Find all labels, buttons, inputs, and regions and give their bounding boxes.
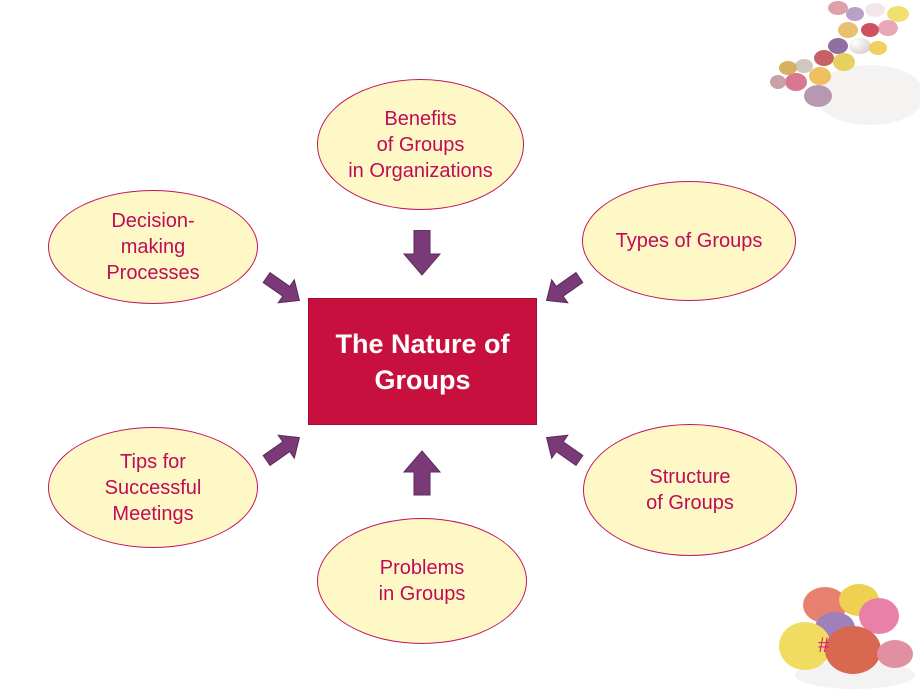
arrow-down-icon [402,230,442,276]
center-topic-box: The Nature of Groups [308,298,537,425]
node-decision-making-label: Decision- making Processes [106,210,200,284]
node-types-label: Types of Groups [615,230,763,252]
node-problems-label: Problems in Groups [378,557,466,605]
arrow-up-icon [402,450,442,496]
arrow-down-right-icon [262,271,301,304]
node-decision-making: Decision- making Processes [48,190,258,304]
node-benefits-of-groups: Benefits of Groups in Organizations [317,79,524,210]
arrow-up-left-icon [545,434,584,467]
node-structure-of-groups: Structure of Groups [583,424,797,556]
slide-number: # [818,632,829,657]
node-problems-in-groups: Problems in Groups [317,518,527,644]
node-structure-label: Structure of Groups [646,466,734,514]
node-benefits-label: Benefits of Groups in Organizations [348,107,493,182]
center-topic-label: The Nature of Groups [335,328,510,395]
node-tips-label: Tips for Successful Meetings [104,450,202,525]
node-tips-for-meetings: Tips for Successful Meetings [48,427,258,548]
node-types-of-groups: Types of Groups [582,181,796,301]
arrow-up-right-icon [262,434,301,467]
arrow-down-left-icon [545,271,584,304]
candy-eggs-top-decoration [770,1,920,125]
candy-eggs-bottom-decoration [779,584,915,689]
